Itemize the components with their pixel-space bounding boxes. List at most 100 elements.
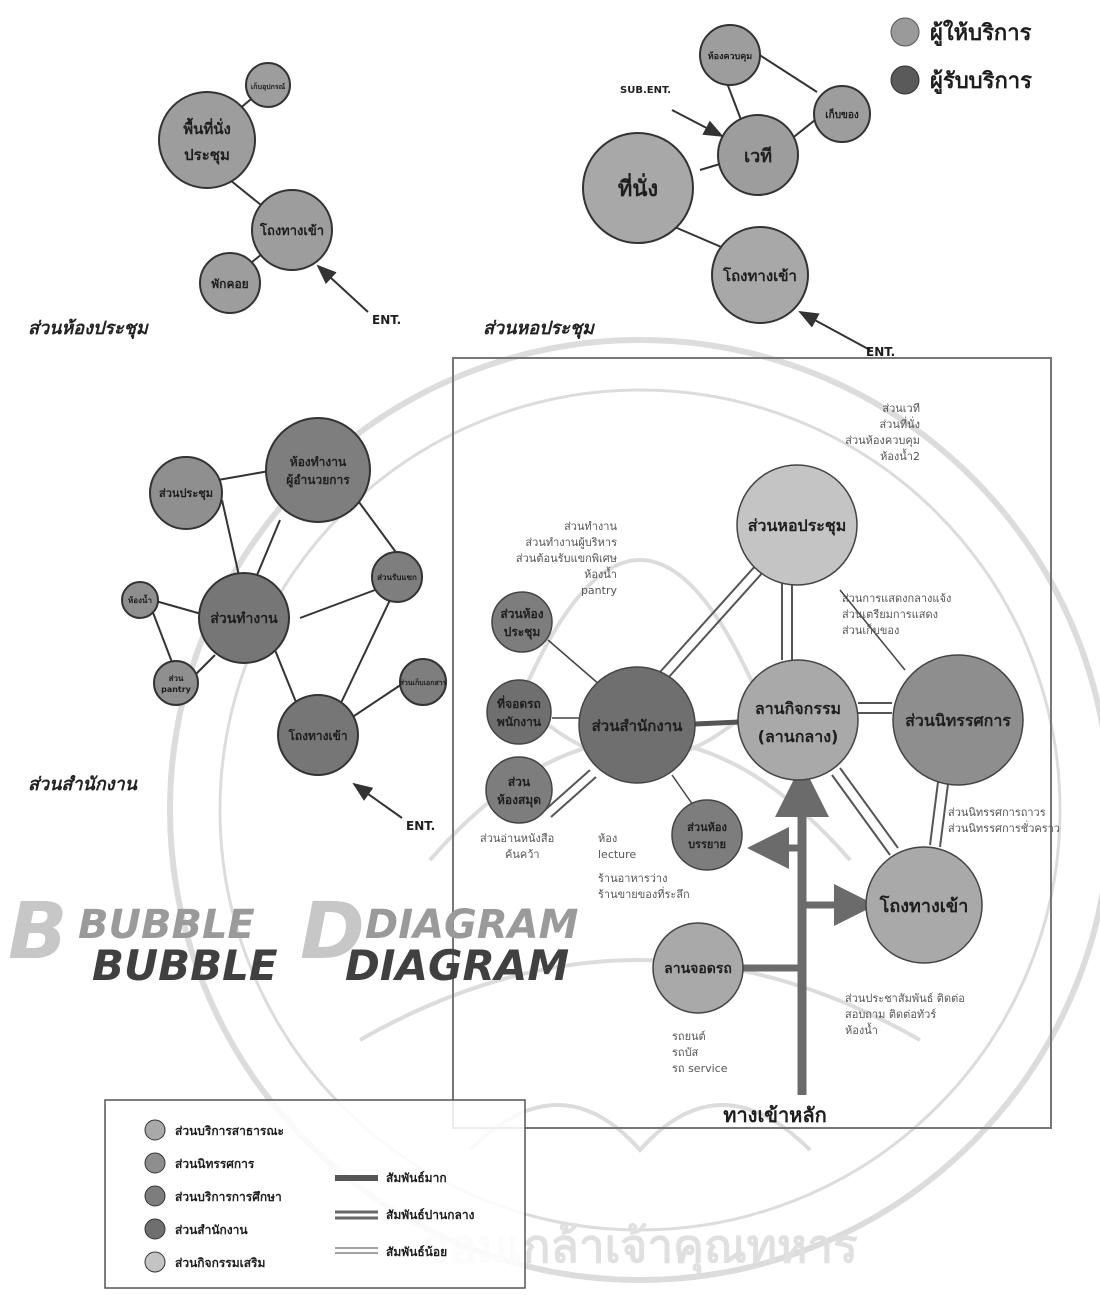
caption-office: ส่วนสำนักงาน [28,774,139,795]
bubble-restroom [121,581,159,619]
bubble-lecture [671,799,743,871]
note-library-2: ค้นคว้า [505,848,540,861]
bubble-archive [399,658,447,706]
note-lobby-2: สอบถาม ติดต่อทัวร์ [845,1008,936,1021]
bubble-office-lobby [277,694,359,776]
note-office-4: ห้องน้ำ [584,566,617,581]
title-letter-d-shadow: D [300,887,365,977]
label-lecture-1: ส่วนห้อง [687,821,727,834]
label-library-1: ส่วน [508,775,531,789]
bubble-office-meeting [149,456,223,530]
main-entrance-label: ทางเข้าหลัก [723,1103,826,1127]
note-courtyard-2: ส่วนเตรียมการแสดง [842,608,938,621]
bubble-parking [652,922,744,1014]
bubble-main-meeting [491,591,553,653]
legend-zone-activity: ส่วนกิจกรรมเสริม [175,1256,265,1270]
label-director: ห้องทำงาน [290,455,347,469]
bottom-legend: ส่วนบริการสาธารณะ ส่วนนิทรรศการ ส่วนบริก… [104,1099,526,1289]
bubble-pantry [153,660,199,706]
label-lounge: พักคอย [211,277,248,291]
ent-office: ENT. [406,819,435,833]
legend-receiver-label: ผู้รับบริการ [930,69,1032,95]
bubble-equipment [245,62,291,108]
note-courtyard-1: ส่วนการแสดงกลางแจ้ง [842,592,951,605]
title-bubble-diagram: B BUBBLE D DIAGRAM BUBBLE DIAGRAM [8,887,578,990]
bubble-reception [371,551,423,603]
bubble-seats [582,132,694,244]
bubble-aud-lobby [711,226,809,324]
legend-zone-activity-swatch [144,1251,166,1273]
title-letter-b-shadow: B [8,887,67,977]
legend-relation-strong: สัมพันธ์มาก [386,1171,447,1185]
legend-relation-medium: สัมพันธ์ปานกลาง [386,1208,475,1222]
label-office-lobby: โถงทางเข้า [287,728,347,743]
note-parking-1: รถยนต์ [672,1030,706,1043]
note-hall-3: ส่วนห้องควบคุม [845,434,920,447]
title-word-bubble: BUBBLE [92,941,278,990]
note-office-3: ส่วนต้อนรับแขกพิเศษ [516,552,617,565]
label-pantry-2: pantry [161,685,192,694]
caption-meeting-room: ส่วนห้องประชุม [28,318,150,340]
label-lecture-2: บรรยาย [688,838,726,851]
bubble-staff-parking [486,679,552,745]
note-lecture-2: lecture [598,848,636,861]
bubble-hall [736,464,858,586]
bubble-courtyard [737,659,859,781]
group-meeting-room [158,62,369,314]
caption-auditorium: ส่วนหอประชุม [483,318,596,340]
legend-provider-swatch [890,17,920,47]
label-archive: ส่วนเก็บเอกสาร [400,678,447,687]
note-office-2: ส่วนทำงานผู้บริหาร [525,536,617,549]
label-courtyard-1: ลานกิจกรรม [755,699,841,718]
note-lobby-3: ห้องน้ำ [845,1022,878,1037]
label-seats: ที่นั่ง [618,172,658,202]
bottom-legend-box [104,1099,526,1289]
note-shops-2: ร้านขายของที่ระลึก [598,886,690,901]
note-office-5: pantry [581,584,618,597]
label-staff-parking-1: ที่จอดรถ [497,695,541,711]
bubble-storage [813,85,871,143]
title-word-bubble-shadow: BUBBLE [78,902,255,948]
label-hall: ส่วนหอประชุม [748,516,847,536]
main-connections [544,554,949,1095]
label-parking: ลานจอดรถ [664,961,732,977]
note-hall-4: ห้องน้ำ2 [880,448,920,463]
bubble-control [699,24,761,86]
bubble-lobby [251,189,333,271]
bubble-stage [717,114,799,196]
bubble-work [198,572,290,664]
legend-zone-office: ส่วนสำนักงาน [175,1223,248,1237]
note-lecture-1: ห้อง [598,832,617,845]
label-reception: ส่วนรับแขก [377,573,417,582]
label-courtyard-2: (ลานกลาง) [758,727,839,746]
legend-zone-education: ส่วนบริการการศึกษา [175,1190,282,1204]
label-exhibition: ส่วนนิทรรศการ [905,711,1011,730]
bubble-library [485,756,553,824]
label-office-meeting: ส่วนประชุม [159,487,213,501]
sub-ent-auditorium: SUB.ENT. [620,85,671,96]
note-library-1: ส่วนอ่านหนังสือ [480,832,554,845]
title-word-diagram-shadow: DIAGRAM [365,902,578,948]
bubble-director [265,417,371,523]
note-exhibition-1: ส่วนนิทรรศการถาวร [948,806,1046,819]
legend-zone-exhibition-swatch [144,1152,166,1174]
main-diagram-frame [452,357,1052,1129]
top-legend: ผู้ให้บริการ ผู้รับบริการ [890,17,1032,95]
group-auditorium [582,24,871,351]
note-exhibition-2: ส่วนนิทรรศการชั่วคราว [948,820,1060,835]
note-shops-1: ร้านอาหารว่าง [598,872,667,885]
note-office-1: ส่วนทำงาน [564,520,617,533]
bubble-exhibition [892,654,1024,786]
label-aud-lobby: โถงทางเข้า [722,266,797,285]
label-main-office: ส่วนสำนักงาน [592,717,683,735]
label-stage: เวที [744,146,772,167]
label-seating: พื้นที่นั่ง [183,117,231,138]
legend-zone-exhibition: ส่วนนิทรรศการ [175,1157,255,1171]
legend-zone-public: ส่วนบริการสาธารณะ [175,1124,284,1138]
bubble-seating [158,91,256,189]
label-main-meeting-1: ส่วนห้อง [500,607,543,621]
legend-zone-education-swatch [144,1185,166,1207]
note-courtyard-3: ส่วนเก็บของ [842,623,899,637]
note-hall-2: ส่วนที่นั่ง [879,416,920,431]
